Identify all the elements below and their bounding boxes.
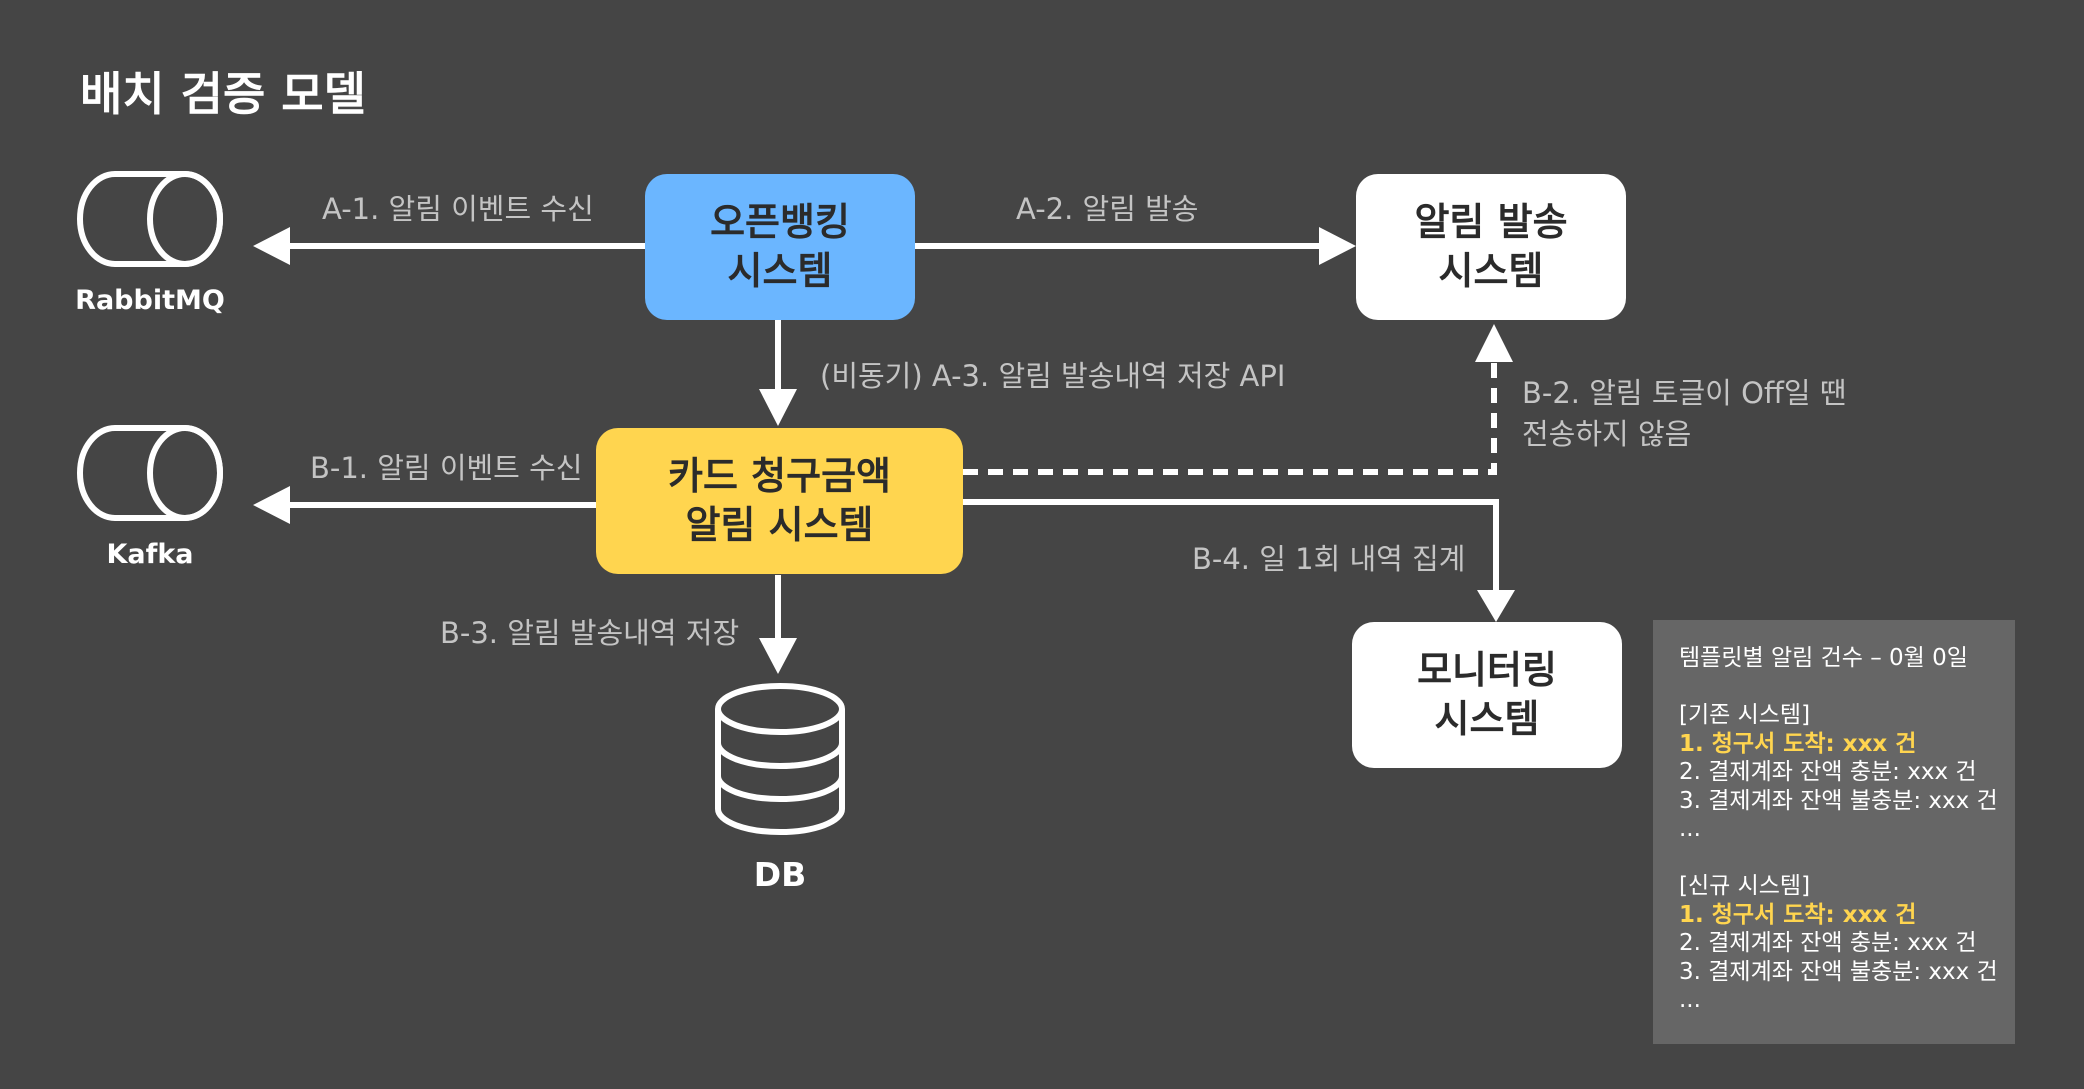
edge-a2-arrowhead xyxy=(1319,227,1356,265)
daily-report-panel: 템플릿별 알림 건수 – 0월 0일[기존 시스템]1. 청구서 도착: xxx… xyxy=(1653,620,2015,1044)
db-label: DB xyxy=(753,855,807,894)
kafka-label: Kafka xyxy=(106,539,194,570)
kafka-queue-icon xyxy=(77,425,223,521)
edge-a3-arrowhead xyxy=(759,389,797,426)
edge-b4-line xyxy=(963,499,1499,592)
open-banking-system-node: 오픈뱅킹 시스템 xyxy=(645,174,915,320)
database-icon xyxy=(715,683,845,835)
edge-b1-arrowhead xyxy=(253,486,290,524)
report-line: 2. 결제계좌 잔액 충분: xxx 건 xyxy=(1679,759,1977,785)
report-line xyxy=(1679,673,2015,702)
notify-send-system-node: 알림 발송 시스템 xyxy=(1356,174,1626,320)
report-line: 1. 청구서 도착: xxx 건 xyxy=(1679,901,1917,928)
report-line: [기존 시스템] xyxy=(1679,702,1811,728)
edge-b3-label: B-3. 알림 발송내역 저장 xyxy=(440,616,740,650)
report-line: [신규 시스템] xyxy=(1679,873,1811,899)
edge-b4-label: B-4. 일 1회 내역 집계 xyxy=(1192,542,1466,576)
edge-b1-label: B-1. 알림 이벤트 수신 xyxy=(310,451,583,485)
report-line: 1. 청구서 도착: xxx 건 xyxy=(1679,730,1917,757)
report-line xyxy=(1679,844,2015,873)
page-title: 배치 검증 모델 xyxy=(80,67,366,121)
rabbitmq-queue-icon xyxy=(77,171,223,267)
edge-b3-arrowhead xyxy=(759,638,797,674)
edge-b2-arrowhead xyxy=(1475,324,1513,362)
edge-b4-arrowhead xyxy=(1477,590,1515,622)
edge-a2-label: A-2. 알림 발송 xyxy=(1016,192,1199,226)
report-line: 3. 결제계좌 잔액 불충분: xxx 건 xyxy=(1679,787,1998,814)
report-line: 3. 결제계좌 잔액 불충분: xxx 건 xyxy=(1679,958,1998,985)
edge-b2-line xyxy=(963,362,1497,475)
card-billing-notify-system-node: 카드 청구금액 알림 시스템 xyxy=(596,428,963,574)
report-line: 2. 결제계좌 잔액 충분: xxx 건 xyxy=(1679,930,1977,956)
report-line: ... xyxy=(1679,816,1701,842)
edge-b2-label: B-2. 알림 토글이 Off일 땐 전송하지 않음 xyxy=(1522,376,1847,451)
edge-a3-label: (비동기) A-3. 알림 발송내역 저장 API xyxy=(820,359,1286,393)
edge-a1-arrowhead xyxy=(253,227,290,265)
monitoring-system-node: 모니터링 시스템 xyxy=(1352,622,1622,768)
rabbitmq-label: RabbitMQ xyxy=(75,285,225,316)
edge-a1-label: A-1. 알림 이벤트 수신 xyxy=(322,192,594,226)
report-line: 템플릿별 알림 건수 – 0월 0일 xyxy=(1679,645,1968,671)
report-line: ... xyxy=(1679,987,1701,1013)
